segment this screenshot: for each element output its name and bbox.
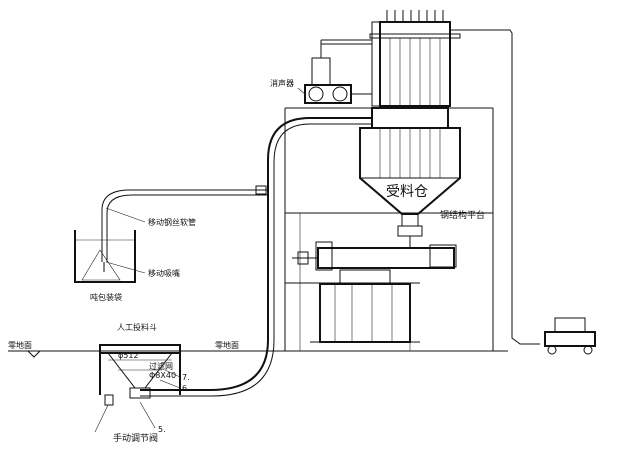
screw-feeder xyxy=(292,241,457,271)
ground-label-left: 零地面 xyxy=(8,340,32,350)
ton-bag xyxy=(74,230,136,283)
mixer-machine xyxy=(310,269,420,343)
callout-6: 6. xyxy=(182,384,190,393)
manual-hopper-label: 人工投料斗 xyxy=(117,322,157,332)
building-structure xyxy=(284,107,494,351)
ground-label-mid: 零地面 xyxy=(215,340,239,350)
receiving-bin xyxy=(359,107,461,248)
callout-5: 5. xyxy=(158,425,166,434)
conveying-pipe xyxy=(140,117,372,397)
manual-valve-label: 手动调节阀 xyxy=(113,432,158,444)
leader-lines xyxy=(94,87,307,433)
screen-spec-label: Φ8X40 xyxy=(149,371,176,380)
steel-wire-hose xyxy=(101,185,268,262)
ton-bag-label: 吨包装袋 xyxy=(90,292,122,302)
silencer-label: 消声器 xyxy=(270,78,294,88)
bag-filter-unit xyxy=(369,10,461,107)
suction-nozzle-label: 移动吸嘴 xyxy=(148,268,180,278)
ground-line xyxy=(8,350,508,358)
hose-label: 移动钢丝软管 xyxy=(148,217,196,227)
filter-screen-label: 过滤网 xyxy=(149,361,173,371)
vent-pipe xyxy=(450,29,540,345)
hopper-dim-label: φ512 xyxy=(118,351,139,360)
air-compressor xyxy=(544,317,596,355)
roots-blower xyxy=(304,39,372,104)
receiving-bin-label: 受料仓 xyxy=(386,184,428,200)
callout-7: 7. xyxy=(182,373,190,382)
steel-platform-label: 钢结构平台 xyxy=(440,209,485,221)
